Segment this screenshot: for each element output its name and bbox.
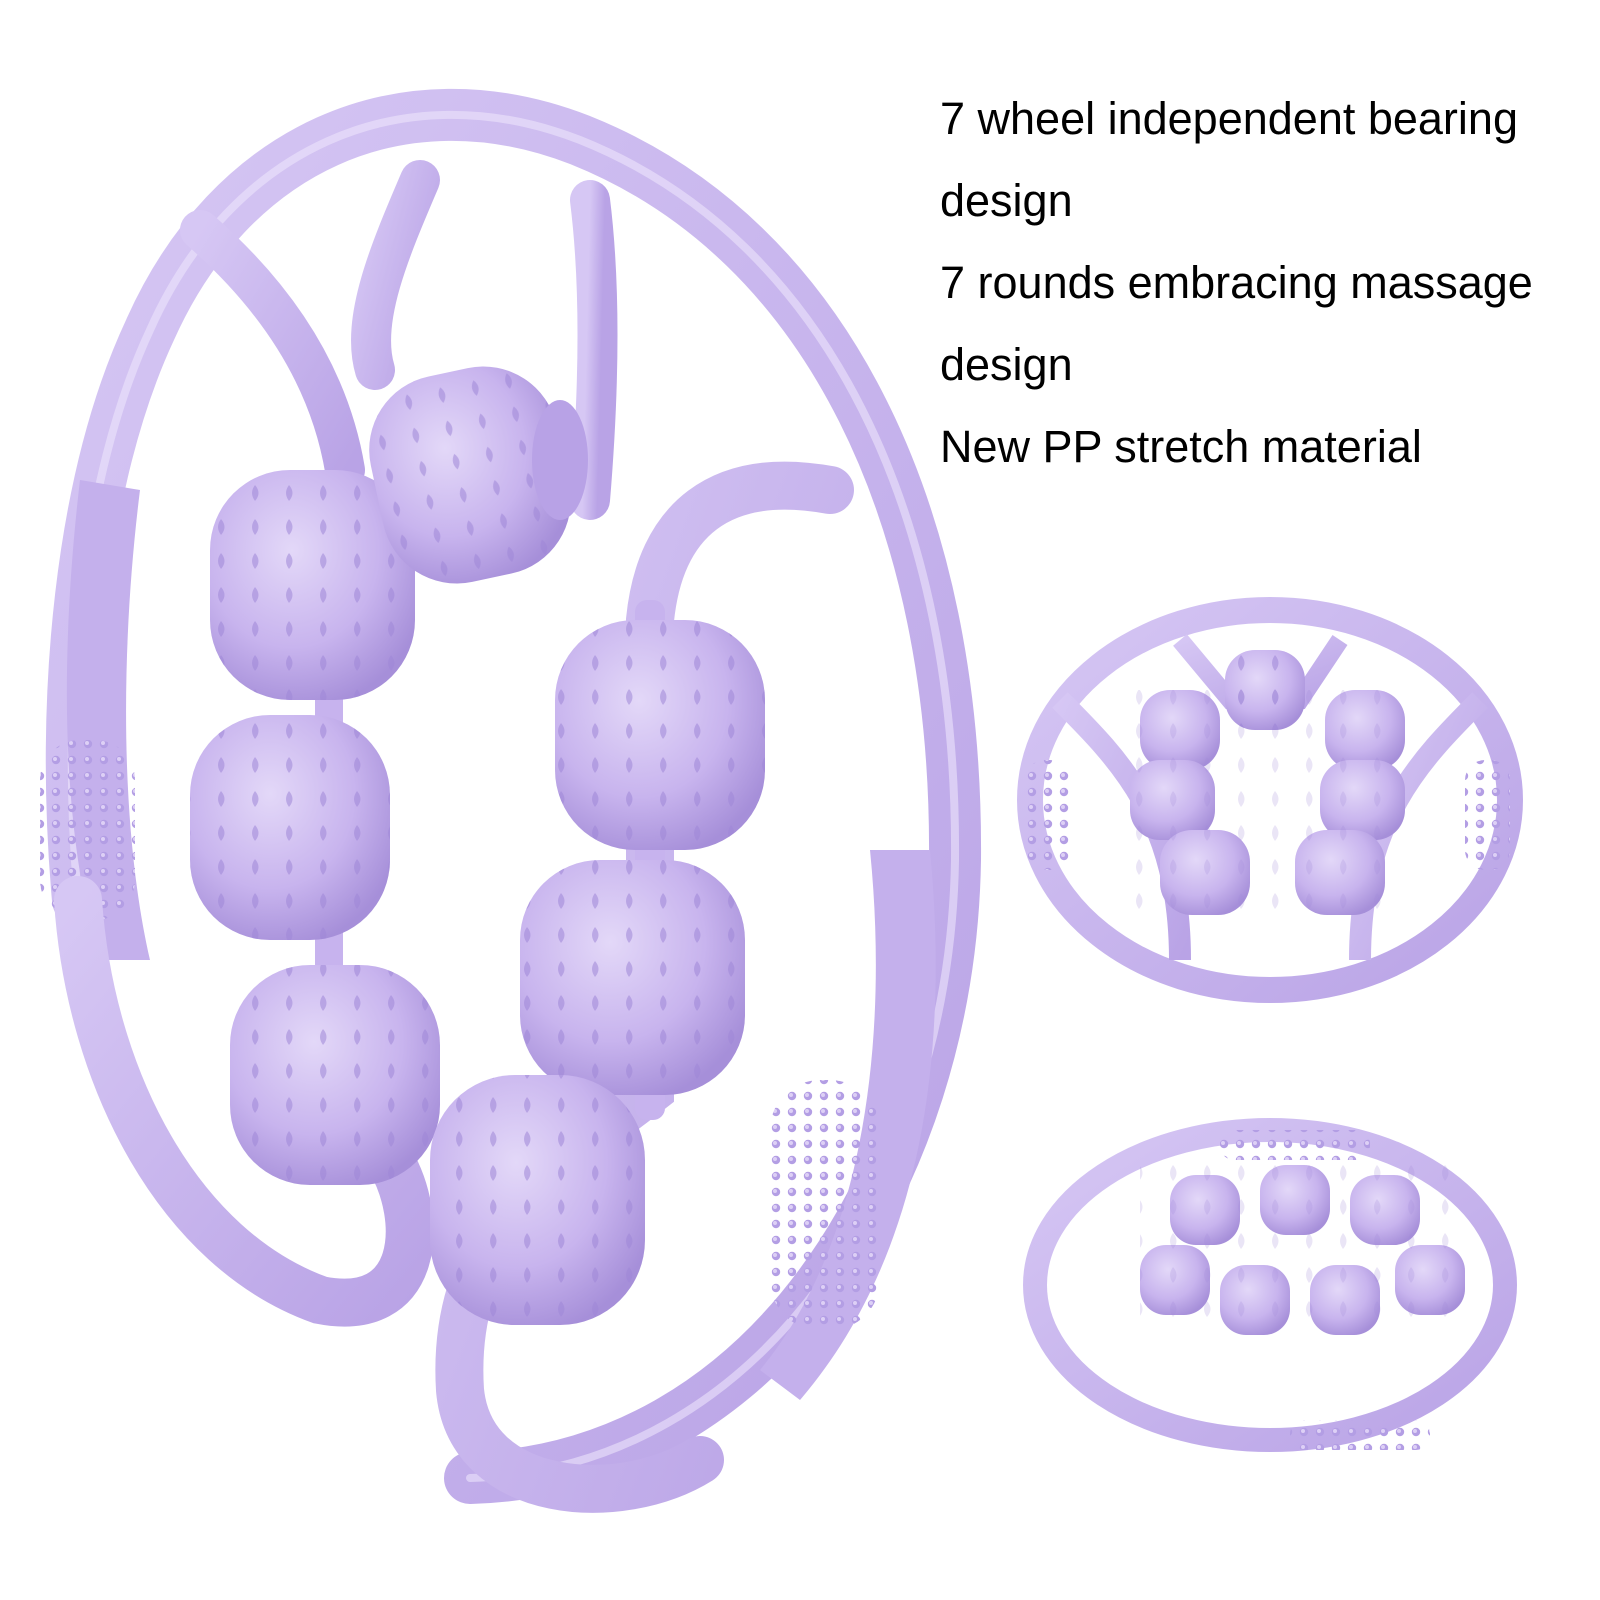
upper-spoke-mid	[351, 160, 440, 390]
roller-6	[520, 860, 745, 1095]
massager-top-view	[1017, 597, 1523, 1003]
feature-line-4: design	[940, 339, 1073, 390]
feature-line-1: 7 wheel independent bearing	[940, 93, 1518, 144]
right-grip-dots	[770, 1080, 880, 1330]
upper-spoke-left	[180, 210, 365, 490]
left-grip-dots	[40, 740, 135, 920]
main-massager-view	[40, 88, 982, 1513]
feature-list: 7 wheel independent bearing design 7 rou…	[940, 78, 1580, 488]
feature-line-3: 7 rounds embracing massage	[940, 257, 1533, 308]
roller-1	[210, 470, 415, 700]
roller-5	[555, 620, 765, 850]
feature-line-2: design	[940, 175, 1073, 226]
right-grip	[760, 850, 936, 1400]
roller-3	[230, 965, 440, 1185]
feature-line-5: New PP stretch material	[940, 421, 1422, 472]
roller-7	[430, 1075, 645, 1325]
roller-2	[190, 715, 390, 940]
left-arm	[54, 876, 434, 1327]
upper-spoke-right	[570, 180, 618, 520]
massager-side-view	[1023, 1118, 1517, 1452]
roller-4	[369, 366, 588, 584]
